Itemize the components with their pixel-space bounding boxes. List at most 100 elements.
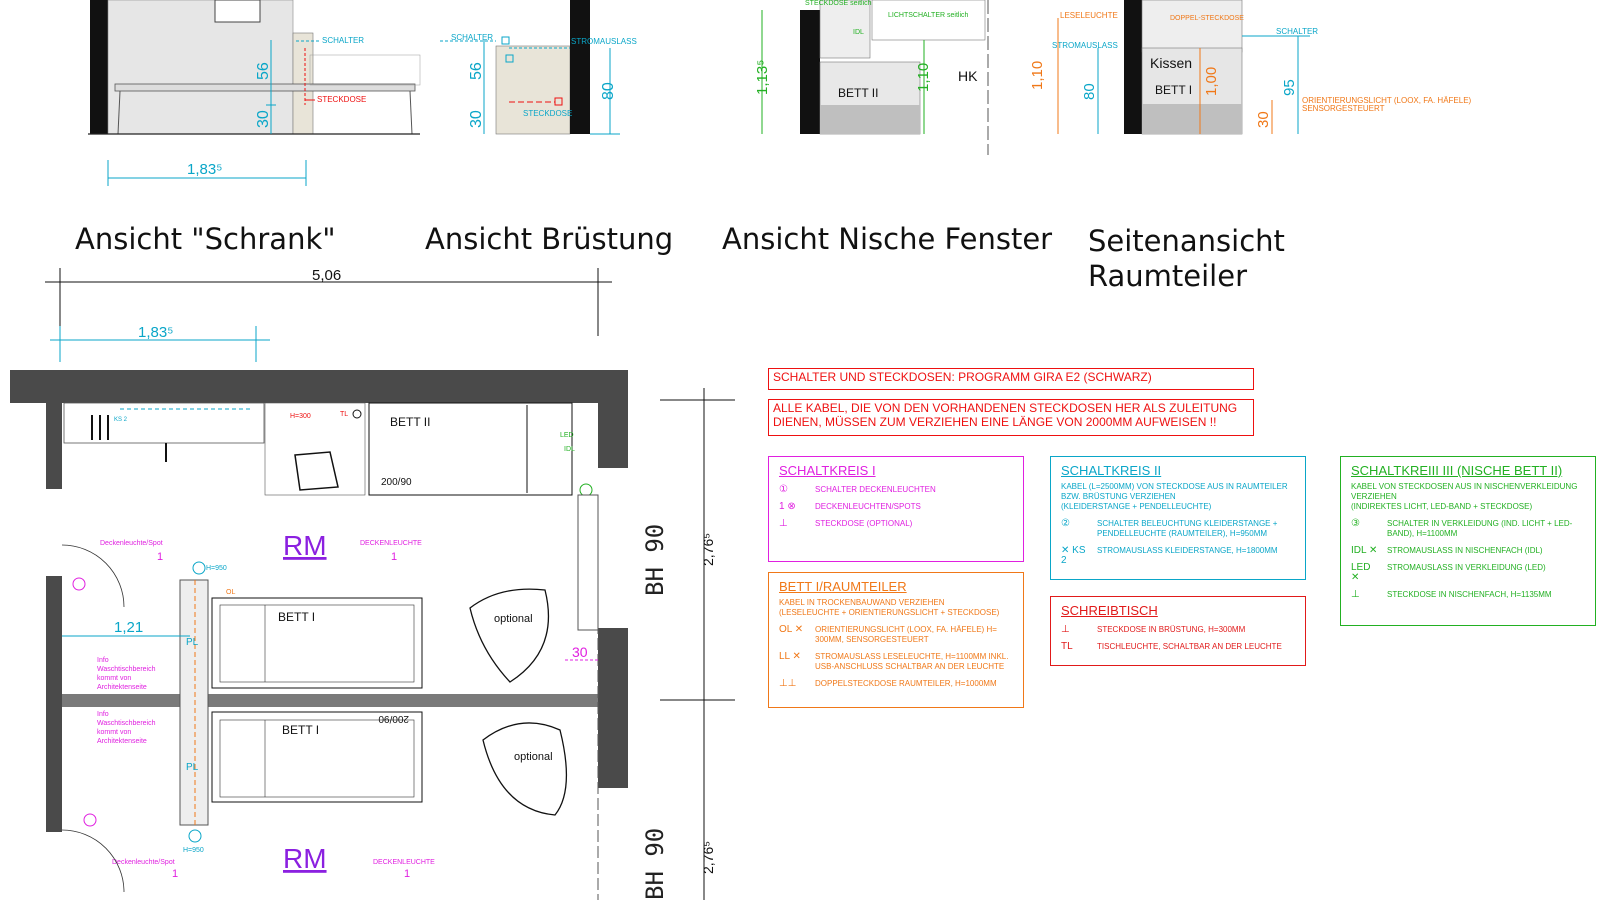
label-rm-upper: RM [283,530,327,561]
floor-plan: 5,06 1,83⁵ KS 2 H=300 TL BETT II 200/90 … [10,267,735,900]
dim-h80: 80 [1081,83,1098,100]
dim-h110: 1,10 [1029,61,1046,90]
label-bett2: BETT II [390,415,430,429]
legend-items: OL ✕ ORIENTIERUNGSLICHT (LOOX, FA. HÄFELE… [779,625,1013,689]
label-one-3: 1 [172,868,178,880]
legend-item-text: SCHALTER BELEUCHTUNG KLEIDERSTANGE + PEN… [1097,519,1278,538]
legend-item: IDL ✕ STROMAUSLASS IN NISCHENFACH (IDL) [1351,546,1585,556]
dim-h30: 30 [468,110,485,128]
dim-h110: 1,10 [915,63,932,92]
legend-item-text: STROMAUSLASS IN NISCHENFACH (IDL) [1387,546,1543,555]
dim-h30: 30 [1255,111,1272,128]
legend-item-text: ORIENTIERUNGSLICHT (LOOX, FA. HÄFELE) H=… [815,625,997,644]
label-bett2-size: 200/90 [381,477,412,488]
label-hk: HK [958,68,978,84]
label-bett1-upper: BETT I [278,610,315,624]
legend-item-text: STECKDOSE IN NISCHENFACH, H=1135MM [1387,590,1552,599]
legend-items: ① SCHALTER DECKENLEUCHTEN 1 ⊗DECKENLEUCHTE… [779,485,1013,529]
note-kabel: ALLE KABEL, DIE VON DEN VORHANDENEN STEC… [768,399,1254,436]
title-nische: Ansicht Nische Fenster [722,222,1052,256]
label-pl-lower: PL [186,762,199,773]
legend-symbol-icon: OL ✕ [779,624,804,635]
legend-desc-line: (LESELEUCHTE + ORIENTIERUNGSLICHT + STEC… [779,608,1000,617]
elevation-schrank: SCHALTER STECKDOSE 56 30 1,83⁵ [88,0,421,186]
label-h950-lower: H=950 [183,847,204,854]
legend-symbol-icon: ⊥⊥ [779,678,797,689]
dim-h56: 56 [255,62,272,80]
label-deckenleuchte-upper: DECKENLEUCHTE [360,540,422,547]
legend-desc-line: (KLEIDERSTANGE + PENDELLEUCHTE) [1061,502,1212,511]
label-one-2: 1 [391,551,397,563]
legend-item-text: STECKDOSE IN BRÜSTUNG, H=300MM [1097,625,1246,634]
legend-item: 1 ⊗DECKENLEUCHTEN/SPOTS [779,502,1013,512]
label-schalter: SCHALTER [451,33,493,42]
label-h950-upper: H=950 [206,565,227,572]
dim-h56: 56 [468,62,485,80]
label-steckdose-seitlich: STECKDOSE seitlich [805,0,872,7]
legend-item-text: TISCHLEUCHTE, SCHALTBAR AN DER LEUCHTE [1097,642,1282,651]
legend-desc-line: VERZIEHEN [1351,492,1397,501]
dim-total: 5,06 [312,267,341,284]
label-ol: OL [226,589,235,596]
legend-schaltkreis-3: SCHALTKREIII III (NISCHE BETT II) KABEL … [1340,456,1596,626]
legend-item: LL ✕ STROMAUSLASS LESELEUCHTE, H=1100MM I… [779,652,1013,672]
label-lichtschalter: LICHTSCHALTER seitlich [888,12,968,19]
title-bruestung: Ansicht Brüstung [425,222,673,256]
legend-desc-line: BZW. BRÜSTUNG VERZIEHEN [1061,492,1176,501]
label-orient1: ORIENTIERUNGSLICHT (LOOX, FA. HÄFELE) [1302,96,1472,105]
title-seite-line1: Seitenansicht [1088,224,1285,258]
legend-item: ⊥STECKDOSE IN BRÜSTUNG, H=300MM [1061,625,1295,635]
dim-h80: 80 [600,82,617,100]
legend-schaltkreis-2: SCHALTKREIS II KABEL (L=2500MM) VON STEC… [1050,456,1306,580]
label-bett1-size: 200/90 [378,713,409,724]
legend-desc-line: KABEL IN TROCKENBAUWAND VERZIEHEN [779,598,945,607]
dim-h95: 95 [1281,79,1298,96]
label-stromauslass: STROMAUSLASS [571,37,637,46]
legend-symbol-icon: ① [779,484,788,495]
legend-symbol-icon: 1 ⊗ [779,501,796,512]
label-tl: TL [340,411,348,418]
label-optional-lower: optional [514,751,553,763]
legend-item: ⊥STECKDOSE IN NISCHENFACH, H=1135MM [1351,590,1585,600]
legend-desc: KABEL IN TROCKENBAUWAND VERZIEHEN(LESELE… [779,598,1013,618]
legend-desc: KABEL VON STECKDOSEN AUS IN NISCHENVERKL… [1351,482,1585,512]
label-stromauslass: STROMAUSLASS [1052,41,1118,50]
legend-item-text: STROMAUSLASS IN VERKLEIDUNG (LED) [1387,563,1546,572]
legend-symbol-icon: ⊥ [779,518,788,529]
elevation-bruestung: SCHALTER STROMAUSLASS STECKDOSE 56 30 80 [440,0,637,135]
legend-item-text: SCHALTER DECKENLEUCHTEN [815,485,936,494]
label-h300: H=300 [290,413,311,420]
legend-symbol-icon: ✕ KS 2 [1061,545,1086,566]
label-steckdose: STECKDOSE [317,95,366,104]
label-orient2: SENSORGESTEUERT [1302,104,1385,113]
label-steckdose: STECKDOSE [523,109,572,118]
title-schrank: Ansicht "Schrank" [75,222,336,256]
legend-desc-line: KABEL VON STECKDOSEN AUS IN NISCHENVERKL… [1351,482,1578,491]
legend-symbol-icon: IDL ✕ [1351,545,1378,556]
dim-276-lower: 2,76⁵ [700,841,716,874]
legend-item-text: STROMAUSLASS LESELEUCHTE, H=1100MM INKL.… [815,652,1009,671]
legend-schreibtisch: SCHREIBTISCH ⊥STECKDOSE IN BRÜSTUNG, H=3… [1050,596,1306,666]
legend-item: ⊥STECKDOSE (OPTIONAL) [779,519,1013,529]
label-idl: IDL [564,446,575,453]
elevation-nische: BETT II STECKDOSE seitlich IDL LICHTSCHA… [754,0,989,155]
dim-schrank: 1,83⁵ [138,324,173,341]
legend-symbol-icon: LED ✕ [1351,562,1371,583]
label-pl: PL [186,637,199,648]
label-bett1-lower: BETT I [282,723,319,737]
legend-symbol-icon: LL ✕ [779,651,801,662]
legend-item-text: DOPPELSTECKDOSE RAUMTEILER, H=1000MM [815,679,997,688]
dim-30: 30 [572,644,588,660]
legend-bett-raumteiler: BETT I/RAUMTEILER KABEL IN TROCKENBAUWAN… [768,572,1024,708]
dim-h100: 1,00 [1203,67,1220,96]
label-one-4: 1 [404,868,410,880]
label-bett1: BETT I [1155,83,1192,97]
